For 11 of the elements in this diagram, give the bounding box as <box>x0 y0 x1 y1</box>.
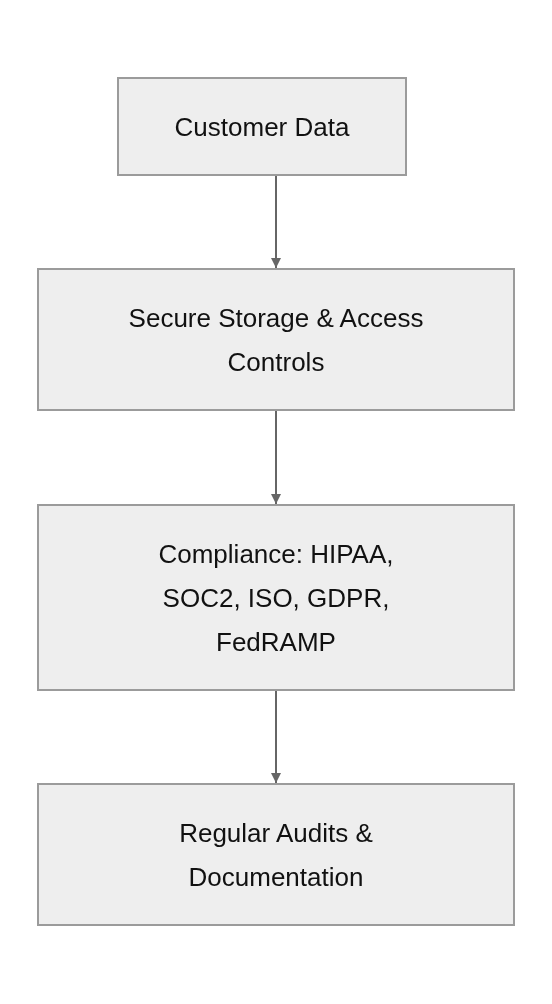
box-label: Compliance: HIPAA, SOC2, ISO, GDPR, FedRAMP <box>157 537 395 659</box>
process-box <box>37 783 515 926</box>
box-label: Secure Storage & Access Controls <box>127 301 425 379</box>
arrow <box>271 175 281 269</box>
box-label: Customer Data <box>174 110 350 144</box>
arrow <box>271 690 281 784</box>
process-box <box>37 504 515 691</box>
process-box <box>37 268 515 411</box>
process-box <box>117 77 407 176</box>
box-label: Regular Audits & Documentation <box>178 816 374 894</box>
arrow <box>271 410 281 505</box>
